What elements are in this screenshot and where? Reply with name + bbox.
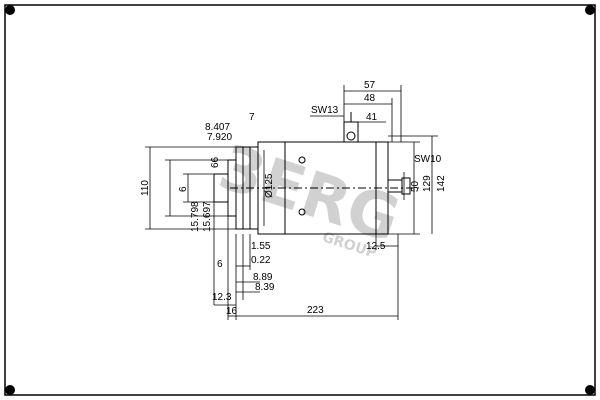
mount-hole-top — [298, 156, 306, 164]
corner-marker-bl — [5, 385, 15, 395]
corner-marker-br — [585, 385, 595, 395]
dimension-lines — [145, 85, 438, 320]
corner-marker-tl — [5, 5, 15, 15]
dim-57: 57 — [364, 80, 376, 91]
dim-41: 41 — [366, 112, 378, 123]
dim-12-5: 12.5 — [366, 241, 386, 252]
terminal-top-nut — [346, 131, 356, 141]
dim-d125: Ø125 — [264, 173, 275, 198]
dim-8407: 8.407 — [205, 122, 230, 133]
motor-drawing — [213, 112, 420, 235]
mount-hole-bottom — [298, 208, 306, 216]
dim-sw10: SW10 — [414, 154, 442, 165]
dim-sw13: SW13 — [311, 105, 339, 116]
outer-frame — [4, 4, 596, 396]
dim-8-39: 8.39 — [255, 282, 275, 293]
dim-50: 50 — [410, 180, 421, 192]
dim-223: 223 — [307, 305, 324, 316]
dim-1-55: 1.55 — [251, 241, 271, 252]
watermark-logo: 3ERG — [211, 130, 409, 256]
dimension-labels: 57 48 41 SW13 7 8.407 7.920 110 66 6 15.… — [140, 80, 447, 317]
dim-142: 142 — [436, 175, 447, 192]
dim-66: 66 — [210, 156, 221, 168]
dim-6-bottom: 6 — [217, 259, 223, 270]
corner-marker-tr — [585, 5, 595, 15]
dim-12-3: 12.3 — [212, 292, 232, 303]
dim-7920: 7.920 — [207, 132, 232, 143]
dim-6: 6 — [178, 186, 189, 192]
dim-0-22: 0.22 — [251, 255, 271, 266]
dim-15697: 15.697 — [202, 201, 213, 232]
dim-110: 110 — [140, 180, 151, 196]
dim-15798: 15.798 — [190, 201, 201, 232]
dim-7: 7 — [249, 112, 255, 123]
dim-8-89: 8.89 — [253, 272, 273, 283]
dim-48: 48 — [364, 93, 376, 104]
terminal-right-nut — [401, 177, 411, 195]
dim-129: 129 — [422, 175, 433, 192]
front-plate — [227, 159, 237, 217]
dim-16: 16 — [226, 306, 238, 317]
